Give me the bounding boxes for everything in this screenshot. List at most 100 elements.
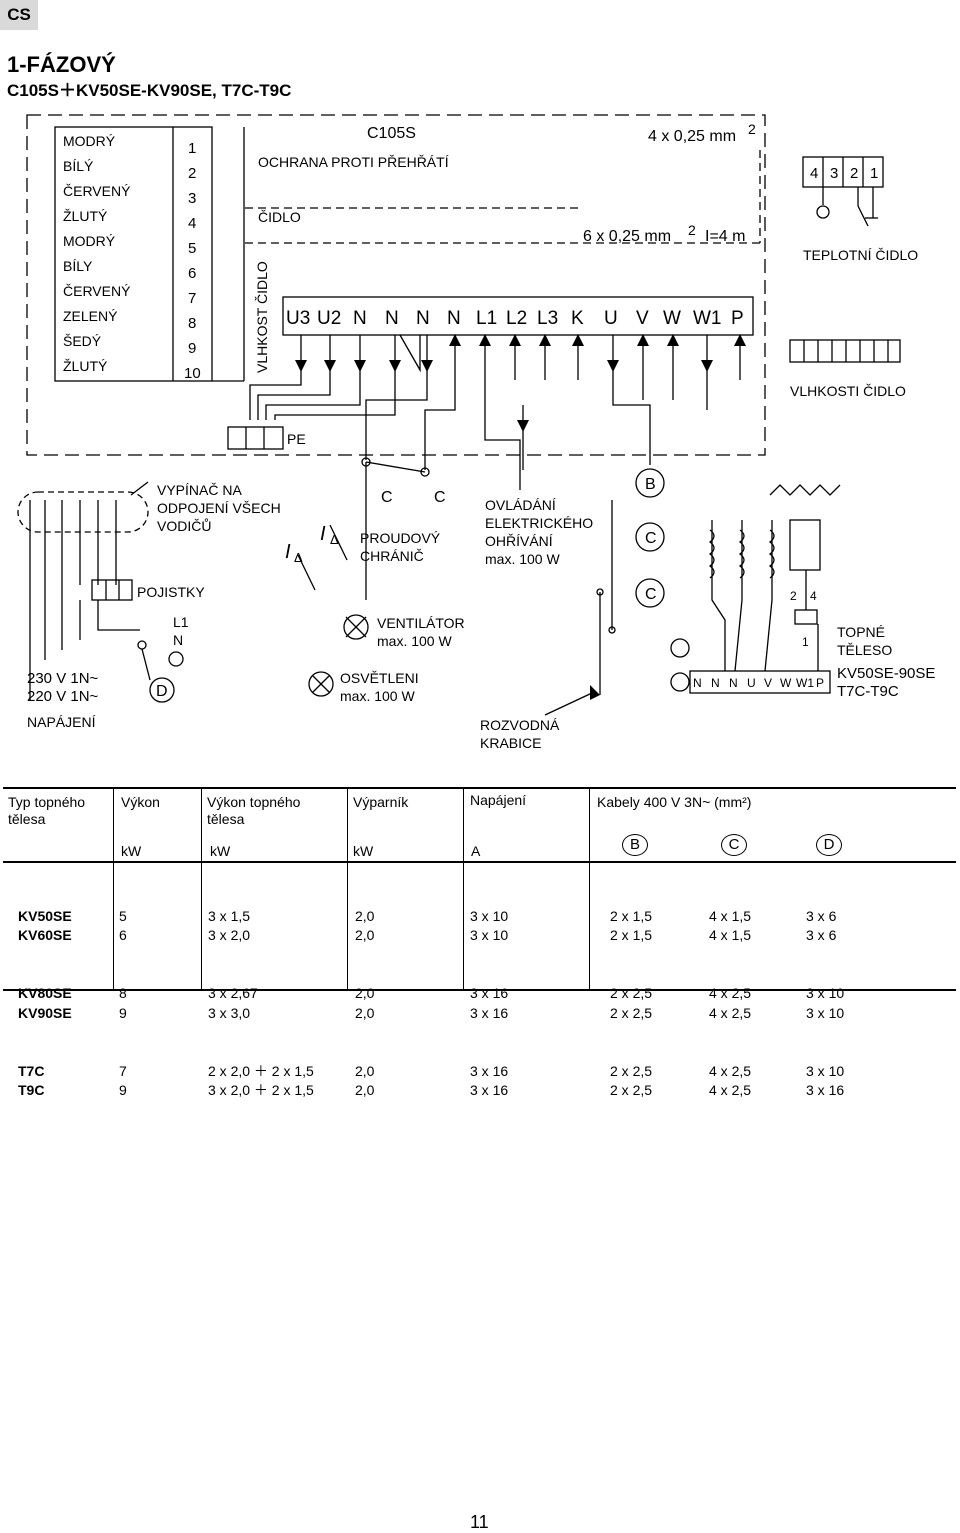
svg-text:2: 2	[188, 165, 196, 182]
svg-text:W1: W1	[796, 676, 814, 690]
cable-col-c: C	[721, 834, 747, 856]
svg-text:KV50SE-90SE: KV50SE-90SE	[837, 665, 935, 682]
table-cell: KV50SE	[18, 907, 72, 924]
svg-text:W: W	[780, 676, 792, 690]
svg-text:2: 2	[790, 589, 797, 603]
svg-text:L3: L3	[537, 308, 558, 329]
svg-text:N: N	[693, 676, 702, 690]
cable-col-b: B	[622, 834, 648, 856]
table-cell: 2 x 1,5	[610, 907, 653, 924]
cable-6-label: 6 x 0,25 mm	[583, 228, 671, 245]
svg-text:L1: L1	[476, 308, 497, 329]
svg-text:TOPNÉ: TOPNÉ	[837, 624, 885, 640]
wire-color-list: MODRÝ BÍLÝ ČERVENÝ ŽLUTÝ MODRÝ BÍLY ČERV…	[63, 133, 131, 374]
svg-text:OSVĚTLENI: OSVĚTLENI	[340, 670, 419, 686]
header-cables: Kabely 400 V 3N~ (mm²)	[597, 794, 752, 810]
temp-sensor-label: TEPLOTNÍ ČIDLO	[803, 247, 918, 263]
table-cell: 9	[119, 1004, 127, 1021]
heater-models: KV50SE-90SE T7C-T9C	[837, 665, 935, 700]
table-cell: KV90SE	[18, 1004, 72, 1021]
svg-text:9: 9	[188, 340, 196, 357]
table-cell: 3 x 2,0 ＋ 2 x 1,5	[208, 1082, 314, 1099]
svg-text:8: 8	[188, 315, 196, 332]
table-cell: 3 x 2,67	[208, 985, 258, 1002]
svg-text:Δ: Δ	[330, 532, 339, 547]
svg-text:W: W	[663, 308, 681, 329]
svg-text:BÍLÝ: BÍLÝ	[63, 158, 94, 174]
table-cell: 3 x 6	[806, 907, 837, 924]
rcd-c1: C	[381, 489, 393, 506]
humidity-sensor	[789, 339, 901, 363]
svg-text:230 V 1N~: 230 V 1N~	[27, 670, 99, 687]
light-symbol	[308, 671, 334, 697]
fuses	[91, 579, 133, 601]
table-cell: T9C	[18, 1082, 45, 1099]
svg-text:3: 3	[188, 190, 196, 207]
overheat-label: OCHRANA PROTI PŘEHŘÁTÍ	[258, 154, 449, 170]
l1-label: L1	[173, 614, 189, 630]
svg-text:4: 4	[810, 165, 818, 182]
table-cell: 5	[119, 907, 127, 924]
terminal-labels: U3 U2 N N N N L1 L2 L3 K U V W W1 P	[286, 308, 744, 329]
length-label: I=4 m	[705, 228, 745, 245]
heater-terminal-block	[689, 670, 831, 694]
table-cell: 4 x 2,5	[709, 1063, 752, 1079]
svg-text:BÍLY: BÍLY	[63, 258, 93, 274]
table-cell: 2,0	[355, 1004, 375, 1021]
svg-text:W1: W1	[693, 308, 722, 329]
svg-text:MODRÝ: MODRÝ	[63, 233, 116, 249]
table-cell: 3 x 10	[806, 985, 845, 1002]
svg-text:K: K	[571, 308, 584, 329]
svg-text:2: 2	[850, 165, 858, 182]
table-cell: 3 x 6	[806, 927, 837, 944]
fan-symbol	[343, 614, 369, 640]
main-switch	[17, 491, 149, 533]
table-cell: 7	[119, 1063, 127, 1079]
svg-text:ELEKTRICKÉHO: ELEKTRICKÉHO	[485, 515, 593, 531]
table-cell: 2 x 2,5	[610, 1004, 653, 1021]
table-cell: 3 x 10	[806, 1063, 845, 1079]
svg-text:N: N	[385, 308, 399, 329]
table-cell: 3 x 16	[806, 1082, 845, 1099]
svg-text:V: V	[764, 676, 772, 690]
svg-text:PROUDOVÝ: PROUDOVÝ	[360, 530, 441, 546]
unit-supply: A	[471, 843, 481, 859]
table-cell: 3 x 16	[470, 985, 509, 1002]
svg-text:N: N	[353, 308, 367, 329]
svg-text:MODRÝ: MODRÝ	[63, 133, 116, 149]
table-cell: 3 x 1,5	[208, 907, 251, 924]
rcd-c2: C	[434, 489, 446, 506]
cable-col-d: D	[816, 834, 842, 856]
contactor-b: B	[645, 476, 656, 493]
svg-text:6: 6	[188, 265, 196, 282]
svg-text:1: 1	[870, 165, 878, 182]
power-label: NAPÁJENÍ	[27, 714, 96, 730]
svg-text:ROZVODNÁ: ROZVODNÁ	[480, 717, 560, 733]
language-badge: CS	[0, 0, 38, 30]
contactor-c2: C	[645, 586, 657, 603]
svg-text:VENTILÁTOR: VENTILÁTOR	[377, 615, 465, 631]
svg-text:max. 100 W: max. 100 W	[377, 633, 452, 649]
table-cell: KV60SE	[18, 927, 72, 944]
svg-text:max. 100 W: max. 100 W	[485, 551, 560, 567]
table-cell: 2,0	[355, 985, 375, 1002]
table-cell: 3 x 16	[470, 1082, 509, 1099]
unit-evaporator: kW	[353, 843, 374, 859]
svg-text:max. 100 W: max. 100 W	[340, 688, 415, 704]
svg-text:VODIČŮ: VODIČŮ	[157, 517, 211, 534]
svg-text:220 V 1N~: 220 V 1N~	[27, 688, 99, 705]
light-label: OSVĚTLENI max. 100 W	[340, 670, 419, 704]
svg-text:T7C-T9C: T7C-T9C	[837, 683, 899, 700]
svg-text:KRABICE: KRABICE	[480, 735, 541, 751]
svg-text:VYPÍNAČ NA: VYPÍNAČ NA	[157, 482, 242, 498]
svg-text:L2: L2	[506, 308, 527, 329]
svg-text:P: P	[731, 308, 744, 329]
svg-text:ŽLUTÝ: ŽLUTÝ	[63, 208, 108, 224]
table-cell: T7C	[18, 1063, 45, 1079]
